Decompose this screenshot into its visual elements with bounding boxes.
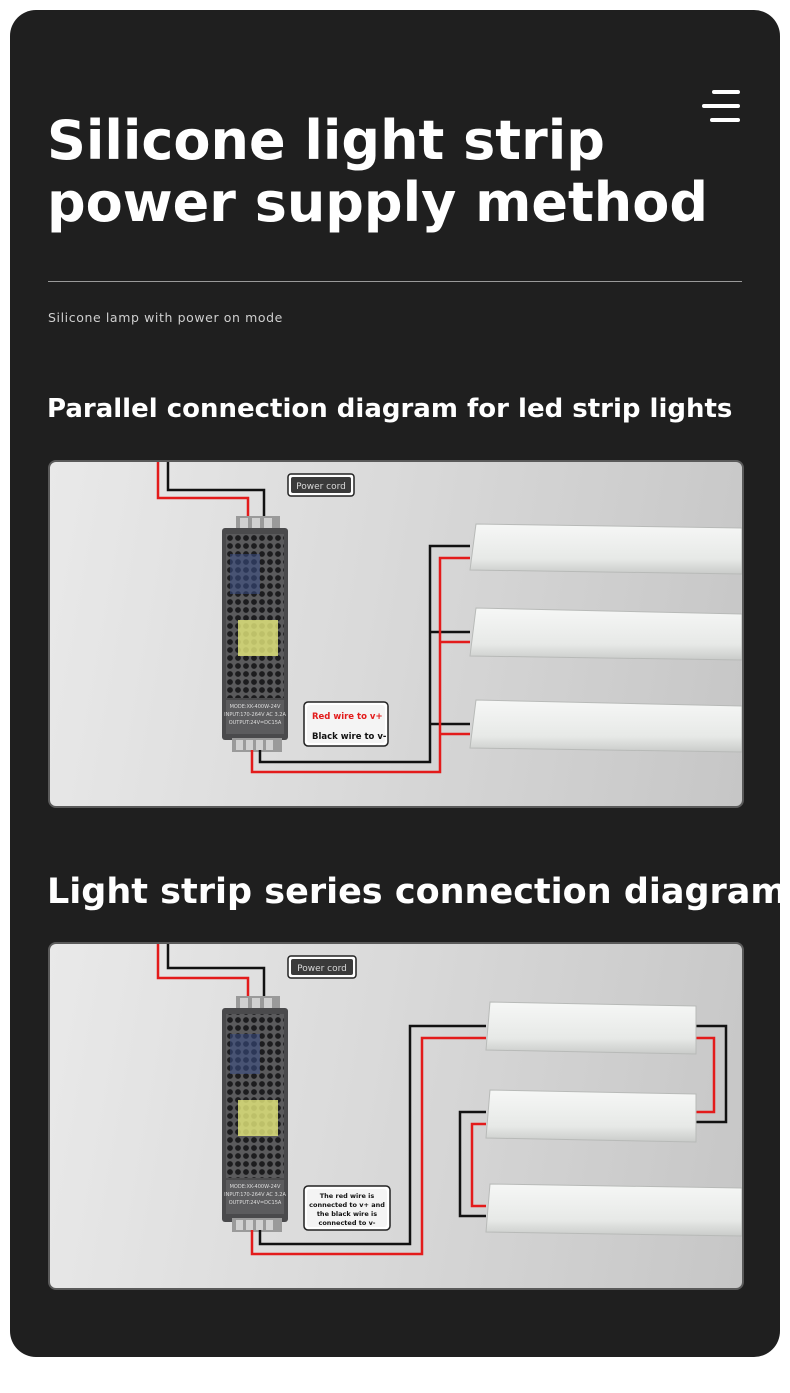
svg-text:Red wire to v+: Red wire to v+ [312, 712, 383, 722]
svg-text:Power cord: Power cord [297, 964, 347, 974]
svg-text:The red wire is: The red wire is [320, 1192, 375, 1200]
header-divider [48, 281, 742, 282]
svg-text:MODE:XK-400W-24V: MODE:XK-400W-24V [230, 1184, 281, 1190]
title-line-2: power supply method [47, 171, 708, 234]
parallel-diagram: Power cord MODE:XK-400W-24V INPUT:170-26… [48, 460, 744, 808]
power-cord-wires [156, 944, 266, 1004]
power-cord-wires [156, 462, 266, 524]
led-strip-2 [485, 1089, 697, 1143]
series-wire-note: The red wire is connected to v+ and the … [303, 1185, 391, 1231]
led-strip-1 [469, 523, 742, 575]
svg-text:connected to v+ and: connected to v+ and [309, 1201, 385, 1209]
svg-text:INPUT:170-264V AC 3.2A: INPUT:170-264V AC 3.2A [224, 1192, 286, 1198]
page-subtitle: Silicone lamp with power on mode [48, 310, 283, 325]
svg-text:MODE:XK-400W-24V: MODE:XK-400W-24V [230, 704, 281, 710]
led-strip-1 [485, 1001, 697, 1055]
page-title: Silicone light strip power supply method [47, 110, 737, 234]
svg-text:Black wire to v-: Black wire to v- [312, 732, 387, 742]
svg-text:OUTPUT:24V=DC15A: OUTPUT:24V=DC15A [229, 720, 282, 726]
led-strip-2 [469, 607, 742, 661]
led-strip-3 [469, 699, 742, 753]
output-wires [250, 544, 470, 774]
parallel-section-title: Parallel connection diagram for led stri… [47, 394, 733, 424]
menu-icon[interactable] [702, 90, 742, 124]
power-cord-label: Power cord [287, 473, 355, 497]
svg-text:connected to v-: connected to v- [318, 1219, 375, 1227]
power-supply-unit: MODE:XK-400W-24V INPUT:170-264V AC 3.2A … [222, 996, 288, 1232]
svg-text:INPUT:170-264V AC 3.2A: INPUT:170-264V AC 3.2A [224, 712, 286, 718]
content-card: Silicone light strip power supply method… [10, 10, 780, 1357]
svg-text:OUTPUT:24V=DC15A: OUTPUT:24V=DC15A [229, 1200, 282, 1206]
led-strip-3 [485, 1183, 742, 1237]
series-section-title: Light strip series connection diagram [47, 872, 780, 912]
power-supply-unit: MODE:XK-400W-24V INPUT:170-264V AC 3.2A … [222, 516, 288, 752]
svg-text:the black wire is: the black wire is [317, 1210, 377, 1218]
svg-text:Power cord: Power cord [296, 482, 346, 492]
series-diagram: Power cord MODE:XK-400W-24V INPUT:170-26… [48, 942, 744, 1290]
wire-color-label: Red wire to v+ Black wire to v- [303, 701, 389, 747]
power-cord-label: Power cord [287, 955, 357, 979]
title-line-1: Silicone light strip [47, 109, 605, 172]
series-wires [250, 1024, 728, 1256]
